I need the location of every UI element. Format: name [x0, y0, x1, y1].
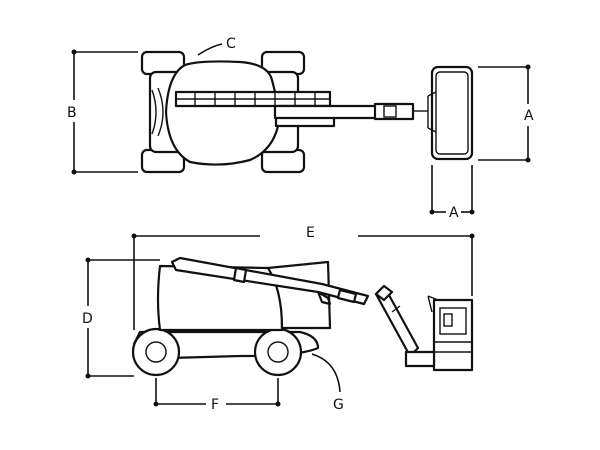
- top-wheel-rear-right: [260, 148, 306, 174]
- side-platform-floor: [404, 350, 436, 368]
- side-boom-main: [170, 256, 370, 306]
- dimension-label-b: B: [67, 105, 77, 121]
- top-view: A A B C: [67, 36, 534, 221]
- dimension-label-c: C: [226, 36, 236, 52]
- top-platform: [430, 65, 474, 161]
- dimension-label-d: D: [82, 311, 93, 327]
- dimension-label-f: F: [211, 397, 219, 413]
- dimension-label-a-bottom: A: [449, 205, 459, 221]
- dimension-label-e: E: [306, 225, 315, 241]
- dimension-label-a-right: A: [524, 108, 534, 124]
- top-wheel-front-right: [260, 50, 306, 76]
- side-wheel-rear: [253, 327, 303, 377]
- side-wheel-front: [131, 327, 181, 377]
- side-view: E D F G: [82, 225, 475, 413]
- top-wheel-rear-left: [140, 148, 186, 174]
- dimension-label-g: G: [333, 397, 344, 413]
- top-boom-extension: [273, 104, 382, 120]
- top-turntable: [164, 60, 282, 166]
